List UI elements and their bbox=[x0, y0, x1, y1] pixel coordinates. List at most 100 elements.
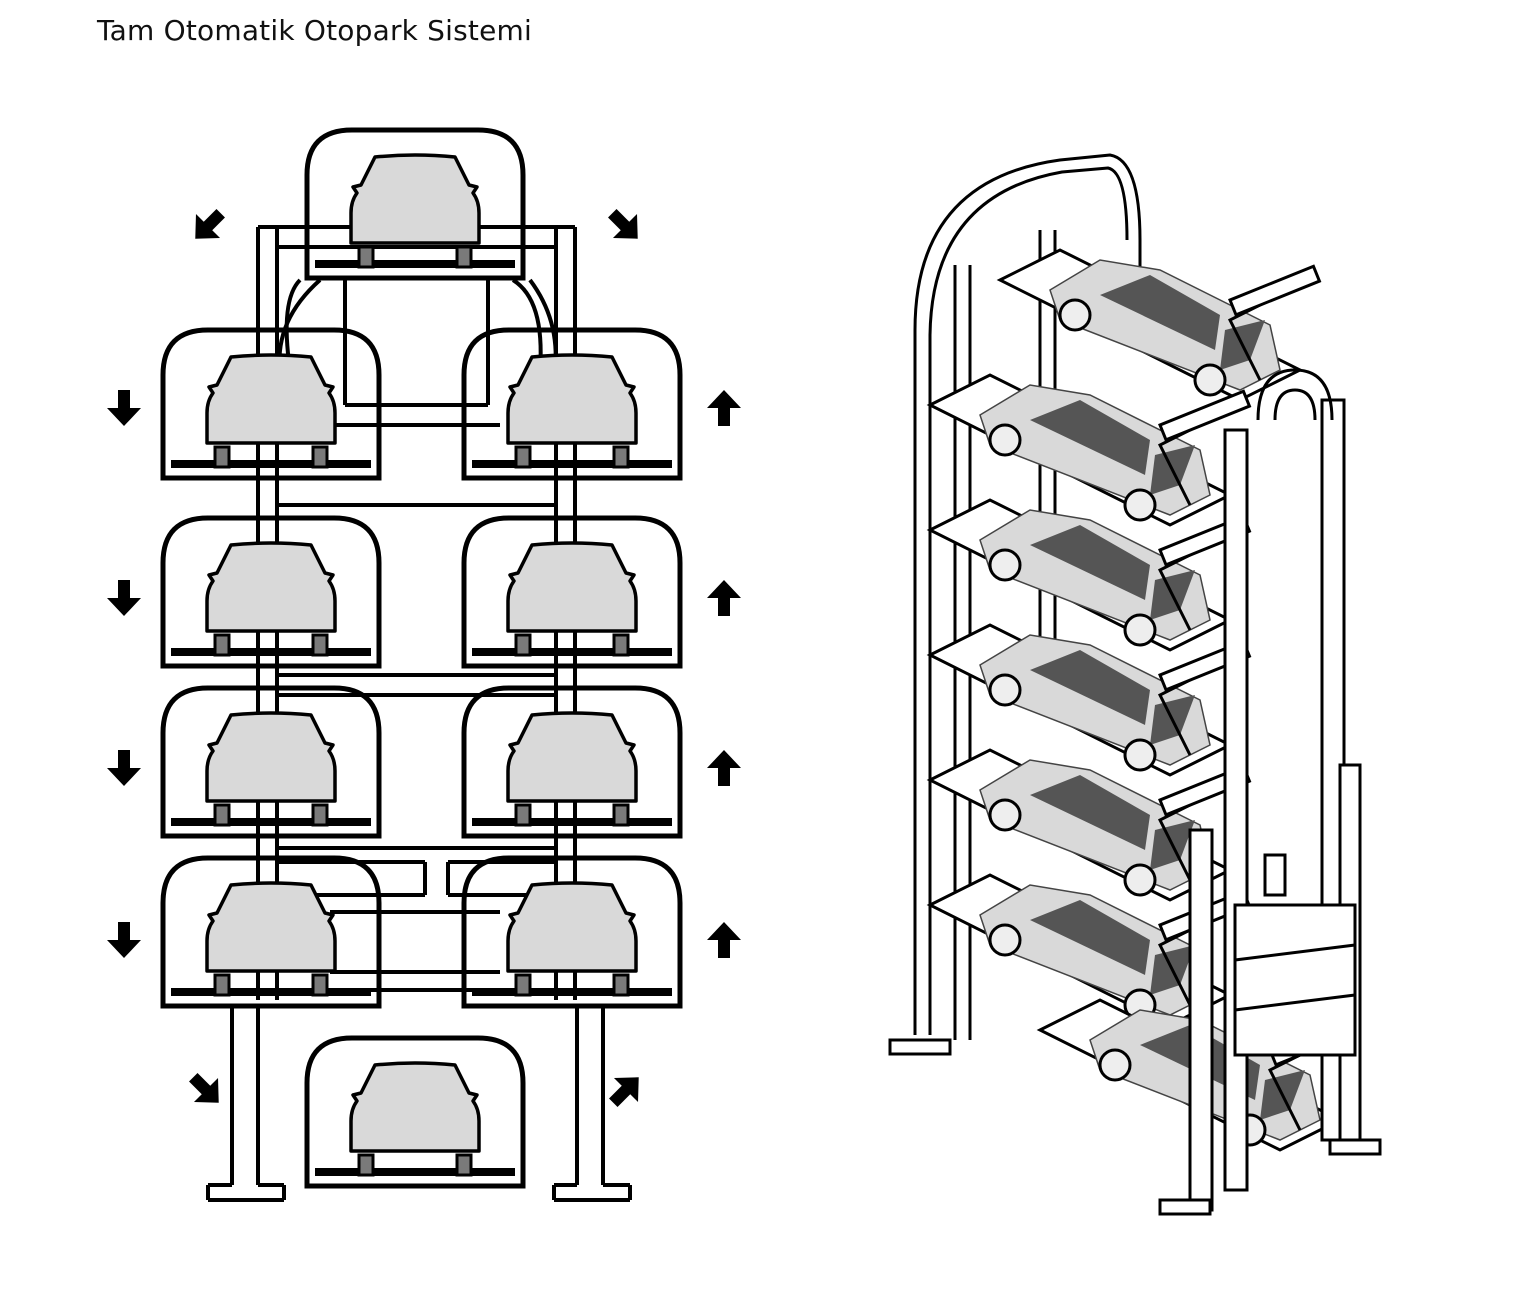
car-wheel bbox=[612, 803, 630, 827]
pod-cage bbox=[304, 127, 526, 281]
arrow-shape bbox=[195, 209, 225, 239]
car-wheel bbox=[311, 973, 329, 997]
car-body bbox=[349, 1061, 481, 1153]
pod-cage bbox=[160, 855, 382, 1009]
car bbox=[506, 541, 638, 657]
arrow-shape bbox=[707, 922, 741, 958]
pod-platform bbox=[171, 460, 371, 468]
car-wheel bbox=[1058, 298, 1092, 332]
arrow-up-icon bbox=[707, 580, 741, 616]
car-body bbox=[205, 541, 337, 633]
pod-platform bbox=[315, 1168, 515, 1176]
car-body bbox=[506, 541, 638, 633]
top-arch bbox=[1256, 368, 1334, 421]
car-wheel bbox=[357, 1153, 375, 1177]
parking-pod-l1 bbox=[160, 327, 382, 481]
car-wheel bbox=[213, 803, 231, 827]
parking-pod-l2 bbox=[160, 515, 382, 669]
car-window bbox=[1030, 775, 1150, 850]
pod-cage bbox=[160, 515, 382, 669]
car-wheel bbox=[988, 798, 1022, 832]
car-wheel bbox=[612, 633, 630, 657]
car-wheel bbox=[213, 633, 231, 657]
car bbox=[205, 353, 337, 469]
car bbox=[506, 711, 638, 827]
tray-crossbeam bbox=[1228, 264, 1322, 317]
car bbox=[349, 1061, 481, 1177]
pod-cage bbox=[160, 327, 382, 481]
car-wheel bbox=[1123, 488, 1157, 522]
top-arch bbox=[1273, 388, 1317, 421]
car-wheel bbox=[612, 445, 630, 469]
car bbox=[506, 353, 638, 469]
arrow-up-icon bbox=[707, 922, 741, 958]
car-wheel bbox=[1123, 613, 1157, 647]
car-window bbox=[1030, 400, 1150, 475]
car-body bbox=[205, 711, 337, 803]
car-window bbox=[1030, 650, 1150, 725]
car-window bbox=[1030, 900, 1150, 975]
car-body bbox=[349, 153, 481, 245]
arrow-shape bbox=[608, 209, 638, 239]
car-body bbox=[506, 353, 638, 445]
arrow-up-icon bbox=[707, 750, 741, 786]
front-tower bbox=[888, 368, 1382, 1216]
drive-cabinet bbox=[1233, 903, 1357, 1057]
arrow-down-right-icon bbox=[189, 1073, 219, 1103]
car-wheel bbox=[988, 423, 1022, 457]
car-wheel bbox=[612, 973, 630, 997]
pod-platform bbox=[315, 260, 515, 268]
pod-platform bbox=[171, 648, 371, 656]
pod-cage bbox=[160, 685, 382, 839]
arrow-down-left-icon bbox=[195, 209, 225, 239]
car-wheel bbox=[455, 245, 473, 269]
car bbox=[506, 881, 638, 997]
foot-plate bbox=[1158, 1198, 1212, 1216]
foot-plate bbox=[888, 1038, 952, 1056]
arrow-up-left-icon bbox=[608, 209, 638, 239]
arrow-shape bbox=[609, 1077, 639, 1107]
car bbox=[349, 153, 481, 269]
arrow-shape bbox=[707, 390, 741, 426]
pod-platform bbox=[472, 460, 672, 468]
car-wheel bbox=[1123, 863, 1157, 897]
arrow-down-icon bbox=[107, 580, 141, 616]
front-column bbox=[1223, 428, 1249, 1192]
car-wheel bbox=[514, 633, 532, 657]
pod-platform bbox=[171, 988, 371, 996]
car bbox=[205, 881, 337, 997]
car-wheel bbox=[514, 973, 532, 997]
tray-crossbeam bbox=[1158, 389, 1252, 442]
cabinet-line bbox=[1234, 943, 1356, 962]
arrow-down-icon bbox=[107, 750, 141, 786]
guide-rail bbox=[928, 166, 1129, 1035]
car-wheel bbox=[514, 445, 532, 469]
parking-pod-bottom bbox=[304, 1035, 526, 1189]
pod-cage bbox=[461, 327, 683, 481]
car bbox=[205, 541, 337, 657]
pod-cage bbox=[304, 1035, 526, 1189]
pod-cage bbox=[461, 685, 683, 839]
parking-pod-r3 bbox=[461, 685, 683, 839]
car-wheel bbox=[1123, 738, 1157, 772]
pod-platform bbox=[171, 818, 371, 826]
arrow-shape bbox=[189, 1073, 219, 1103]
car-wheel bbox=[213, 445, 231, 469]
car-body bbox=[506, 881, 638, 973]
arrow-up-icon bbox=[707, 390, 741, 426]
arrow-shape bbox=[707, 750, 741, 786]
arrow-shape bbox=[707, 580, 741, 616]
car-wheel bbox=[213, 973, 231, 997]
car-window bbox=[1030, 525, 1150, 600]
pod-platform bbox=[472, 648, 672, 656]
car-wheel bbox=[988, 923, 1022, 957]
car-wheel bbox=[455, 1153, 473, 1177]
parking-pod-r2 bbox=[461, 515, 683, 669]
car-wheel bbox=[311, 803, 329, 827]
car-wheel bbox=[514, 803, 532, 827]
car-wheel bbox=[1098, 1048, 1132, 1082]
pod-cage bbox=[461, 515, 683, 669]
pod-platform bbox=[472, 988, 672, 996]
arrow-down-icon bbox=[107, 390, 141, 426]
